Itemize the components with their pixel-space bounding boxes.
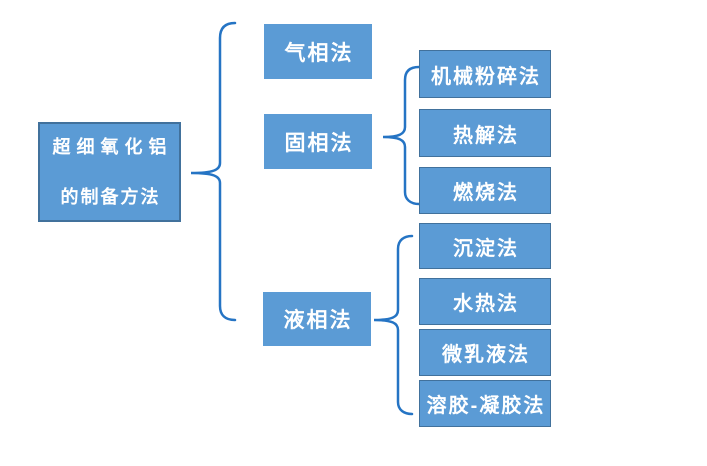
node-microemulsion: 微乳液法 (419, 329, 551, 376)
node-precipitation: 沉淀法 (419, 223, 551, 269)
node-label: 液相法 (283, 309, 353, 332)
root-label-line2: 的制备方法 (60, 187, 161, 207)
root-label-line1: 超细氧化铝 (52, 137, 173, 157)
node-label: 机械粉碎法 (431, 65, 541, 88)
solid-phase-children-brace (382, 65, 421, 206)
node-solid-phase: 固相法 (264, 114, 372, 169)
node-label: 水热法 (453, 293, 519, 315)
node-liquid-phase: 液相法 (263, 292, 371, 346)
node-gas-phase: 气相法 (264, 24, 372, 79)
node-label: 沉淀法 (453, 237, 519, 260)
node-root: 超细氧化铝 的制备方法 (38, 122, 181, 222)
root-brace (190, 21, 237, 322)
node-label: 燃烧法 (453, 182, 519, 204)
node-sol-gel: 溶胶-凝胶法 (419, 380, 551, 427)
node-pyrolysis: 热解法 (419, 109, 551, 157)
node-label: 气相法 (284, 41, 354, 65)
node-label: 溶胶-凝胶法 (426, 395, 546, 417)
node-label: 微乳液法 (442, 344, 530, 366)
liquid-phase-children-brace (373, 234, 414, 416)
node-hydrothermal: 水热法 (419, 278, 551, 325)
node-label: 热解法 (453, 124, 519, 147)
node-label: 固相法 (284, 131, 354, 155)
node-mechanical-crushing: 机械粉碎法 (419, 50, 551, 98)
node-combustion: 燃烧法 (419, 167, 551, 214)
